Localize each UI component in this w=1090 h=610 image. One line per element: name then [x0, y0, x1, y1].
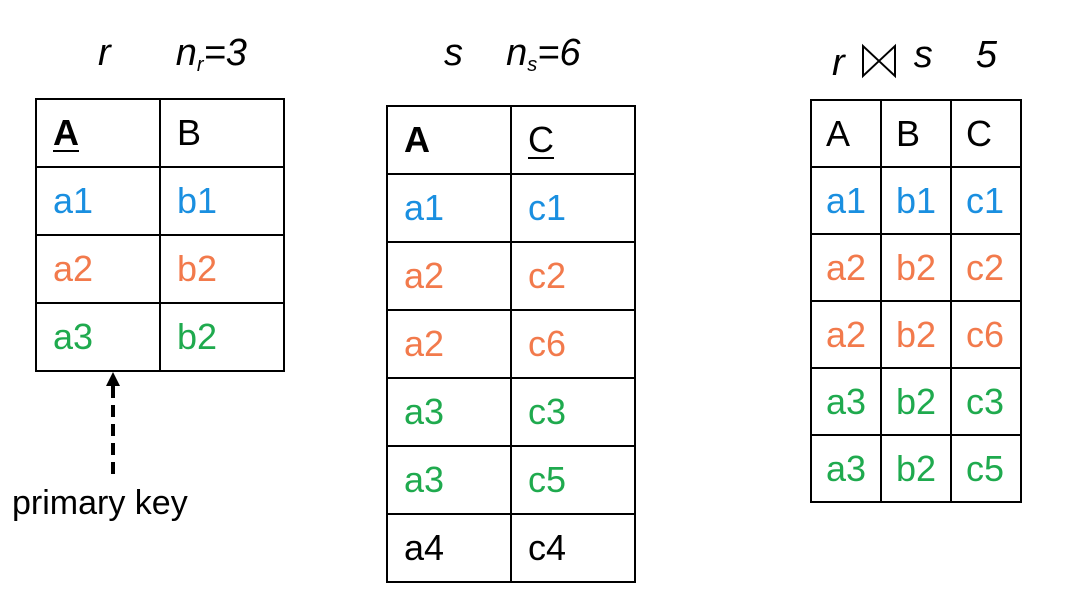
table-row: a3 b2	[35, 302, 285, 372]
cell: a3	[810, 367, 882, 436]
join-title: r s 5	[832, 34, 998, 82]
cell: b1	[159, 166, 285, 236]
relation-s-count-sub: s	[527, 54, 538, 76]
cell: a2	[386, 241, 512, 311]
relation-s-count-symbol: n	[506, 32, 528, 74]
cell: b2	[880, 300, 952, 369]
cell: b2	[880, 233, 952, 302]
cell: b2	[880, 434, 952, 503]
header-cell-B: B	[880, 99, 952, 168]
header-cell-C: C	[510, 105, 636, 175]
cell: b1	[880, 166, 952, 235]
cell: a2	[386, 309, 512, 379]
table-header-row: A B	[35, 98, 285, 168]
relation-r-count-symbol: n	[175, 32, 197, 74]
table-header-row: A C	[386, 105, 636, 175]
relation-r-name: r	[98, 32, 111, 74]
relation-r-title: r nr=3	[98, 32, 247, 75]
cell: a3	[810, 434, 882, 503]
cell: a1	[386, 173, 512, 243]
table-row: a3 c3	[386, 377, 636, 447]
cell: a3	[386, 377, 512, 447]
cell: b2	[159, 234, 285, 304]
natural-join-icon	[862, 43, 897, 79]
cell: c1	[950, 166, 1022, 235]
join-right-name: s	[913, 34, 933, 76]
relation-s-count-value: =6	[537, 32, 581, 74]
header-cell-B: B	[159, 98, 285, 168]
relation-s-name: s	[444, 32, 463, 74]
join-result-table: A B C a1 b1 c1 a2 b2 c2 a2 b2 c6 a3 b2 c…	[810, 99, 1022, 503]
table-row: a2 b2	[35, 234, 285, 304]
cell: c1	[510, 173, 636, 243]
cell: a2	[35, 234, 161, 304]
cell: a1	[35, 166, 161, 236]
table-row: a4 c4	[386, 513, 636, 583]
cell: c2	[510, 241, 636, 311]
cell: c6	[950, 300, 1022, 369]
table-row: a2 b2 c2	[810, 233, 1022, 302]
cell: a3	[386, 445, 512, 515]
cell: a2	[810, 233, 882, 302]
cell: b2	[159, 302, 285, 372]
table-row: a2 c6	[386, 309, 636, 379]
header-cell-A: A	[35, 98, 161, 168]
cell: a4	[386, 513, 512, 583]
table-header-row: A B C	[810, 99, 1022, 168]
table-row: a2 b2 c6	[810, 300, 1022, 369]
relation-s-table: A C a1 c1 a2 c2 a2 c6 a3 c3 a3 c5 a4 c4	[386, 105, 636, 583]
header-cell-A: A	[386, 105, 512, 175]
cell: c3	[950, 367, 1022, 436]
cell: c2	[950, 233, 1022, 302]
relation-r-count-sub: r	[196, 54, 204, 76]
join-left-name: r	[832, 42, 845, 84]
relation-s-title: s ns=6	[444, 32, 581, 75]
cell: a2	[810, 300, 882, 369]
cell: c5	[950, 434, 1022, 503]
cell: c4	[510, 513, 636, 583]
relation-r-count-value: =3	[203, 32, 247, 74]
table-row: a2 c2	[386, 241, 636, 311]
relation-r-table: A B a1 b1 a2 b2 a3 b2	[35, 98, 285, 372]
cell: c3	[510, 377, 636, 447]
header-cell-A: A	[810, 99, 882, 168]
cell: a3	[35, 302, 161, 372]
cell: c6	[510, 309, 636, 379]
table-row: a1 c1	[386, 173, 636, 243]
table-row: a1 b1 c1	[810, 166, 1022, 235]
primary-key-arrow-icon	[106, 372, 120, 474]
cell: a1	[810, 166, 882, 235]
table-row: a3 c5	[386, 445, 636, 515]
table-row: a3 b2 c5	[810, 434, 1022, 503]
cell: b2	[880, 367, 952, 436]
header-cell-C: C	[950, 99, 1022, 168]
table-row: a3 b2 c3	[810, 367, 1022, 436]
cell: c5	[510, 445, 636, 515]
primary-key-label: primary key	[12, 484, 188, 522]
table-row: a1 b1	[35, 166, 285, 236]
join-count: 5	[975, 34, 998, 76]
